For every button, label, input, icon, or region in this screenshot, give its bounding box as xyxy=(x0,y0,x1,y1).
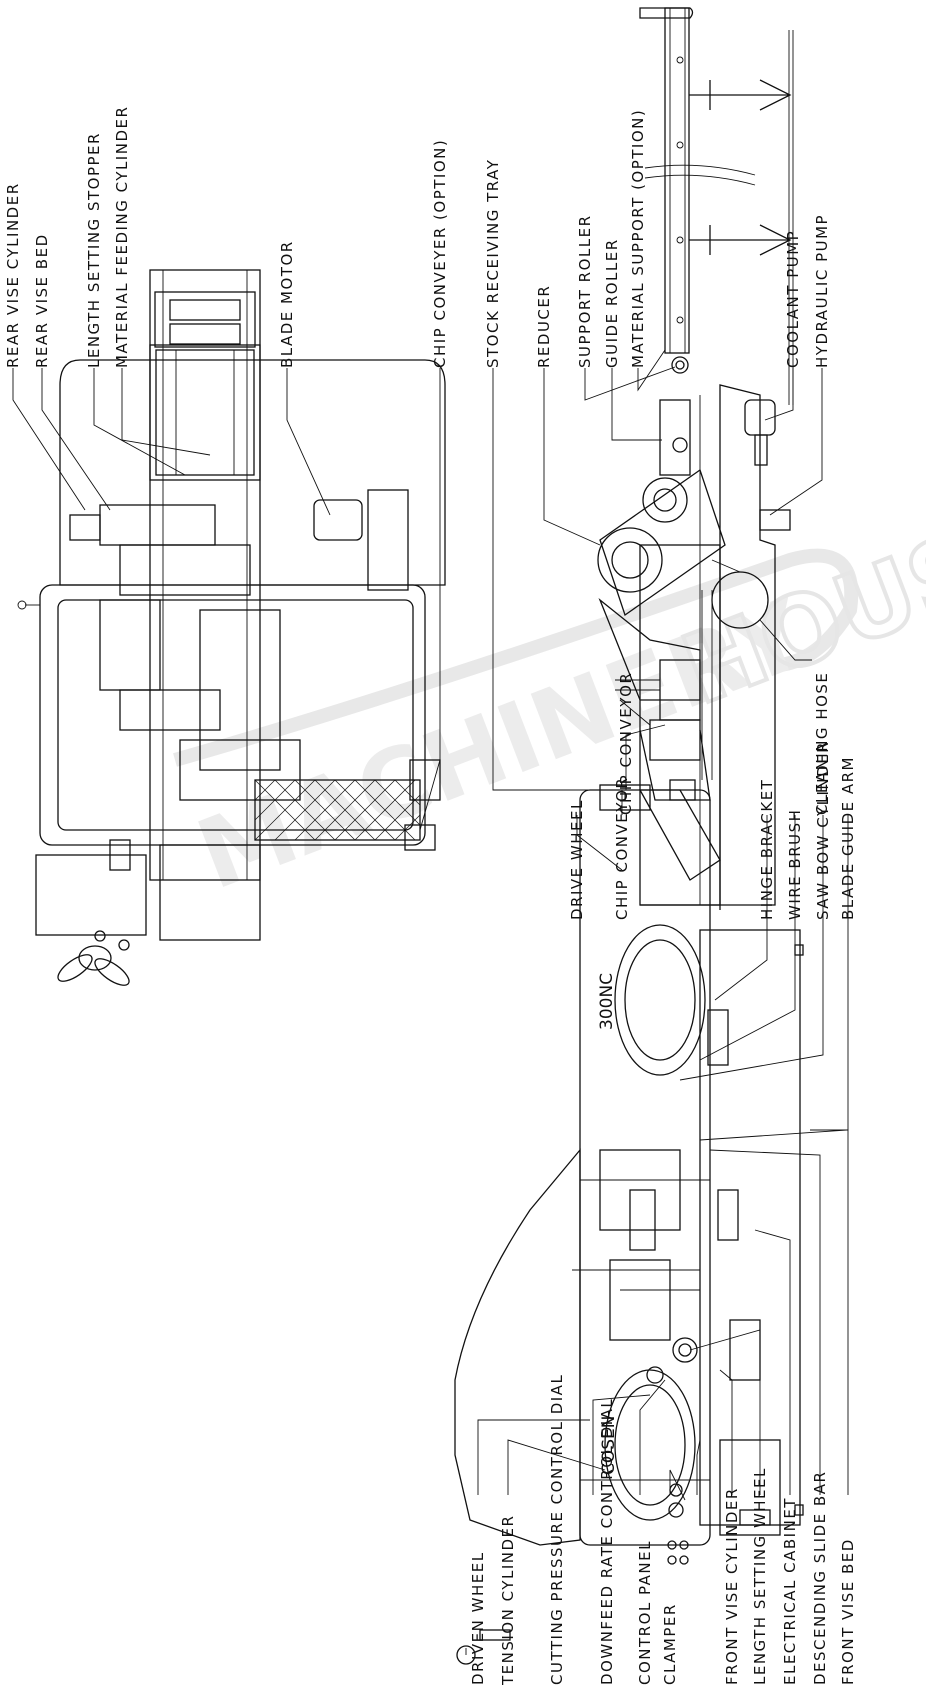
label-material-support-option: MATERIAL SUPPORT (OPTION) xyxy=(629,109,647,368)
label-wire-brush: WIRE BRUSH xyxy=(786,809,804,920)
label-hinge-bracket: HINGE BRACKET xyxy=(758,779,776,920)
label-driven-wheel: DRIVEN WHEEL xyxy=(469,1551,487,1685)
operator-figure-icon xyxy=(57,930,130,986)
label-cutting-pressure-control-dial: CUTTING PRESSURE CONTROL DIAL xyxy=(548,1374,566,1685)
drive-wheel-shape xyxy=(614,924,706,1076)
label-support-roller: SUPPORT ROLLER xyxy=(576,214,594,368)
tension-dial-icon xyxy=(456,1645,476,1665)
label-downfeed-rate-control-dial: DOWNFEED RATE CONTROL DIAL xyxy=(598,1398,616,1685)
top-view-labels: REAR VISE CYLINDER REAR VISE BED LENGTH … xyxy=(4,106,449,368)
chip-conveyor-hatch xyxy=(254,779,421,841)
side-view-labels: STOCK RECEIVING TRAY REDUCER SUPPORT ROL… xyxy=(484,109,831,815)
front-view-leaders xyxy=(477,789,849,1501)
label-hydraulic-pump: HYDRAULIC PUMP xyxy=(813,214,831,368)
brand-mark-driven: COSEN xyxy=(599,1416,619,1476)
front-view-labels-bottom: DRIVEN WHEEL TENSION CYLINDER CUTTING PR… xyxy=(469,1374,857,1686)
watermark-text-right: HOUSE xyxy=(668,488,926,727)
label-blade-guide-arm: BLADE GUIDE ARM xyxy=(839,756,857,920)
label-electrical-cabinet: ELECTRICAL CABINET xyxy=(781,1497,799,1685)
label-front-vise-bed: FRONT VISE BED xyxy=(839,1538,857,1685)
top-view-drawing xyxy=(17,269,446,986)
label-stock-receiving-tray: STOCK RECEIVING TRAY xyxy=(484,159,502,368)
label-coolant-pump: COOLANT PUMP xyxy=(784,230,802,368)
label-drive-wheel: DRIVE WHEEL xyxy=(568,799,586,920)
label-length-setting-stopper: LENGTH SETTING STOPPER xyxy=(85,132,103,368)
label-descending-slide-bar: DESCENDING SLIDE BAR xyxy=(811,1471,829,1685)
label-reducer: REDUCER xyxy=(535,285,553,368)
front-view-drawing: 300NC COSEN xyxy=(454,784,804,1665)
label-control-panel: CONTROL PANEL xyxy=(636,1540,654,1685)
label-length-setting-wheel: LENGTH SETTING WHEEL xyxy=(751,1467,769,1685)
label-tension-cylinder: TENSION CYLINDER xyxy=(499,1515,517,1686)
label-chip-conveyer-option: CHIP CONVEYER (OPTION) xyxy=(431,139,449,368)
brand-mark-drive: 300NC xyxy=(597,973,617,1030)
label-clamper: CLAMPER xyxy=(661,1603,679,1685)
label-cleaning-hose: CLEANING HOSE xyxy=(813,672,831,815)
front-view-labels-top: DRIVE WHEEL CHIP CONVEYOR HINGE BRACKET … xyxy=(568,741,857,920)
label-blade-motor: BLADE MOTOR xyxy=(278,240,296,368)
label-chip-conveyor: CHIP CONVEYOR xyxy=(617,672,635,815)
label-front-vise-cylinder: FRONT VISE CYLINDER xyxy=(723,1487,741,1685)
label-chip-conveyor-front: CHIP CONVEYOR xyxy=(613,777,631,920)
reducer-gear-icon xyxy=(597,468,726,617)
label-rear-vise-cylinder: REAR VISE CYLINDER xyxy=(4,182,22,368)
driven-wheel-shape xyxy=(604,1369,696,1521)
label-material-feeding-cylinder: MATERIAL FEEDING CYLINDER xyxy=(113,106,131,368)
side-view-drawing xyxy=(597,7,794,910)
top-view-leaders xyxy=(12,368,441,831)
label-rear-vise-bed: REAR VISE BED xyxy=(33,233,51,368)
label-saw-bow-cylinder: SAW BOW CYLINDER xyxy=(814,741,832,920)
label-guide-roller: GUIDE ROLLER xyxy=(603,238,621,368)
